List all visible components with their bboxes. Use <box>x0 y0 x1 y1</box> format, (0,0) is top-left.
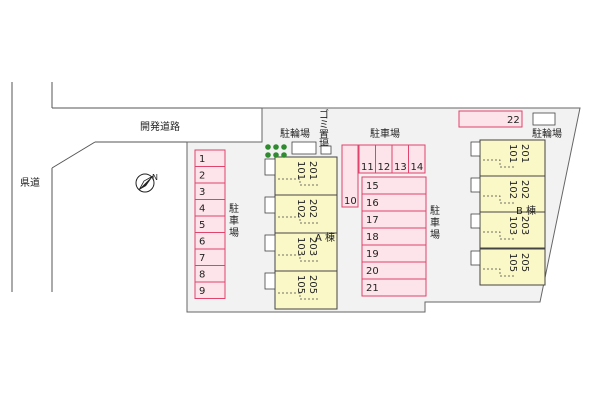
parking-number: 19 <box>366 249 379 260</box>
parking-space-22: 22 <box>458 110 523 128</box>
svg-text:103: 103 <box>295 237 306 256</box>
svg-text:車: 車 <box>430 216 440 229</box>
building-a-label: A 棟 <box>315 231 335 244</box>
development-road-label: 開発道路 <box>140 120 180 133</box>
svg-text:101: 101 <box>507 144 518 163</box>
parking-number: 4 <box>199 204 205 215</box>
parking-number: 6 <box>199 237 205 248</box>
parking-number: 1 <box>199 154 205 165</box>
svg-text:202: 202 <box>307 199 318 218</box>
parking-number: 5 <box>199 220 205 231</box>
svg-text:N: N <box>152 173 158 182</box>
parking-label-center: 駐車場 <box>430 204 440 241</box>
parking-number: 12 <box>378 162 391 173</box>
parking-number: 2 <box>199 171 205 182</box>
svg-text:場: 場 <box>430 228 440 241</box>
svg-text:車: 車 <box>229 214 239 227</box>
svg-text:205: 205 <box>307 275 318 294</box>
parking-number: 8 <box>199 270 205 281</box>
svg-text:場: 場 <box>229 226 239 239</box>
parking-label-top: 駐車場 <box>370 127 400 140</box>
parking-label-text: 駐車場 <box>229 202 239 239</box>
svg-text:201: 201 <box>307 161 318 180</box>
building-b-label: B 棟 <box>516 204 536 217</box>
bicycle-parking-a: 駐輪場 <box>280 127 317 155</box>
parking-number: 7 <box>199 253 205 264</box>
parking-number: 20 <box>366 266 379 277</box>
bicycle-parking-label: 駐輪場 <box>532 127 562 140</box>
parking-label-left: 駐車場 <box>229 202 239 239</box>
svg-text:駐: 駐 <box>229 202 239 215</box>
parking-number: 11 <box>361 162 374 173</box>
bicycle-parking-b: 駐輪場 <box>532 112 562 140</box>
parking-left: 1 2 3 4 5 6 7 8 9 <box>194 149 226 299</box>
parking-center: 15 16 17 18 19 20 21 <box>361 176 427 297</box>
svg-text:102: 102 <box>507 180 518 199</box>
svg-text:置: 置 <box>319 129 329 141</box>
svg-text:101: 101 <box>295 161 306 180</box>
parking-number: 14 <box>411 162 424 173</box>
svg-text:203: 203 <box>519 216 530 235</box>
parking-number: 16 <box>366 198 379 209</box>
parking-space-14 <box>408 144 426 174</box>
parking-number: 13 <box>394 162 407 173</box>
svg-text:ミ: ミ <box>319 120 329 131</box>
tree-icon <box>265 144 287 158</box>
svg-text:場: 場 <box>319 138 329 151</box>
svg-text:205: 205 <box>519 253 530 272</box>
svg-text:203: 203 <box>307 237 318 256</box>
north-compass-icon: N <box>135 173 158 193</box>
svg-text:201: 201 <box>519 144 530 163</box>
svg-text:105: 105 <box>295 275 306 294</box>
road-curve <box>51 141 96 169</box>
svg-text:ゴ: ゴ <box>319 108 329 121</box>
parking-number: 15 <box>366 181 379 192</box>
parking-number: 9 <box>199 286 205 297</box>
svg-text:105: 105 <box>507 253 518 272</box>
bicycle-parking-label: 駐輪場 <box>280 127 310 140</box>
svg-text:103: 103 <box>507 216 518 235</box>
svg-text:102: 102 <box>295 199 306 218</box>
parking-number: 3 <box>199 187 205 198</box>
parking-number: 17 <box>366 215 379 226</box>
parking-label-text: 駐車場 <box>430 204 440 241</box>
parking-number: 21 <box>366 283 379 294</box>
parking-space-21 <box>361 278 427 297</box>
prefectural-road-label: 県道 <box>20 176 40 189</box>
parking-number: 22 <box>507 115 520 126</box>
svg-text:駐: 駐 <box>430 204 440 217</box>
parking-space-10: 10 <box>341 144 359 208</box>
parking-number: 18 <box>366 232 379 243</box>
parking-number: 10 <box>344 196 357 207</box>
parking-space-9 <box>194 281 226 299</box>
svg-text:202: 202 <box>519 180 530 199</box>
